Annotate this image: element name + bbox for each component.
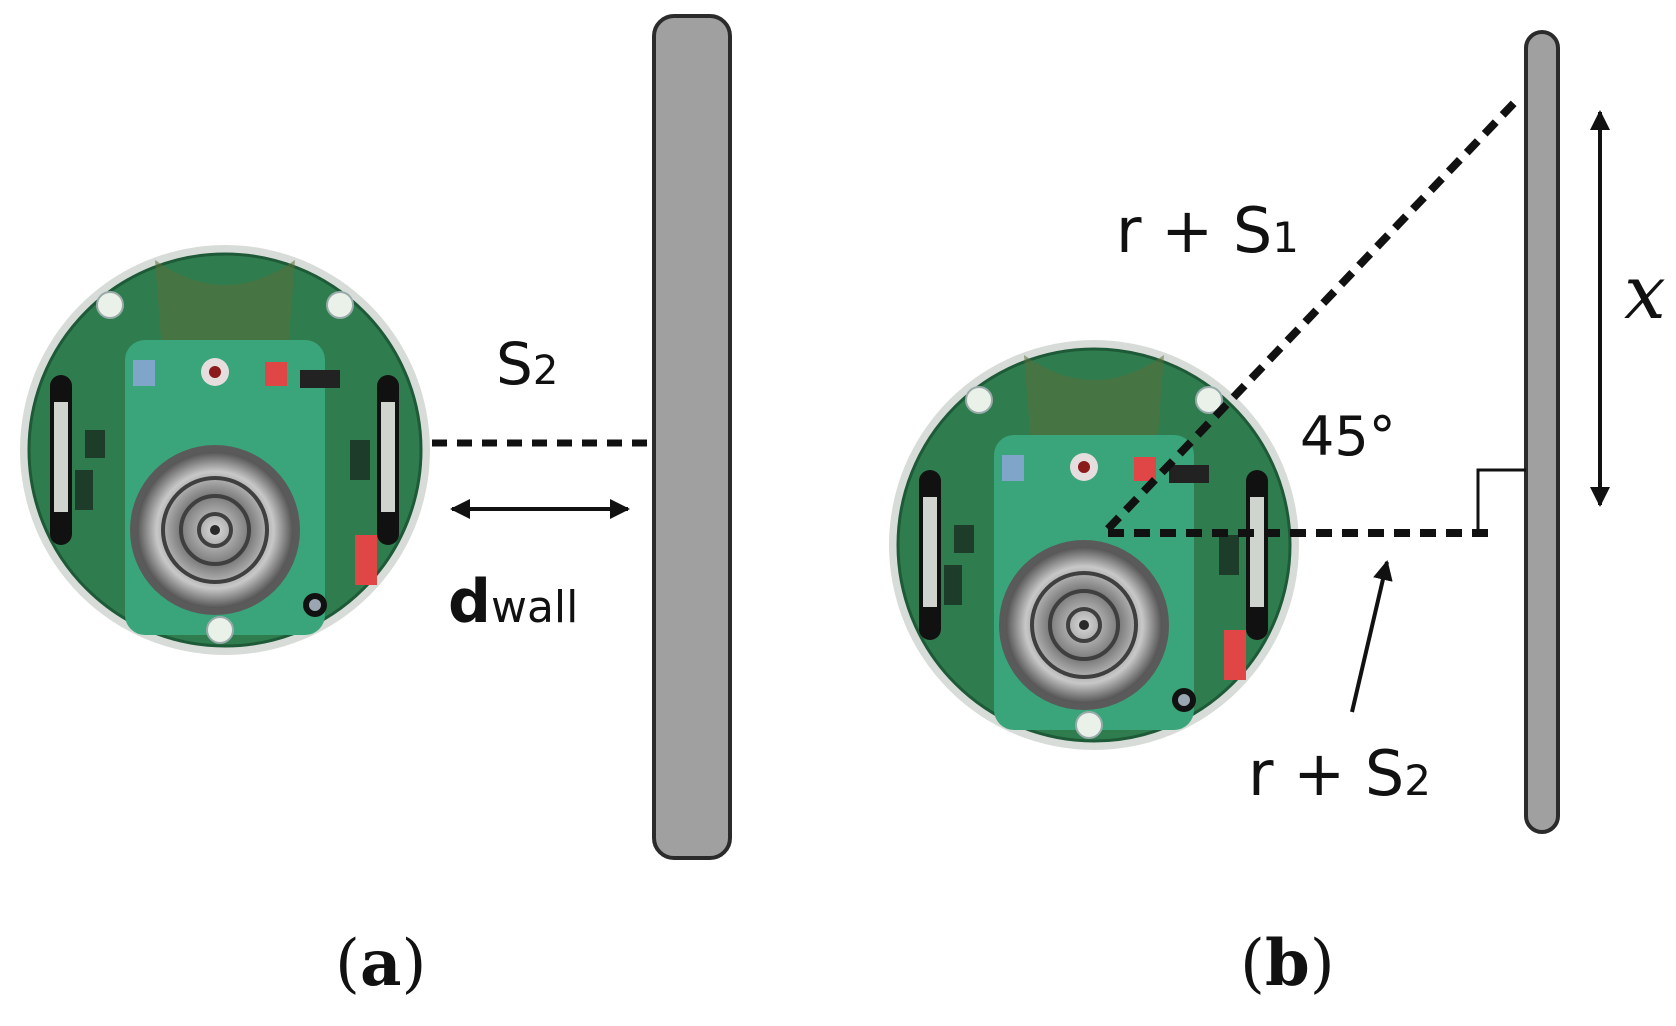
diagonal-ray-b [1105, 100, 1517, 532]
right-angle-marker-b [1476, 468, 1526, 533]
wall-b [1524, 30, 1560, 834]
robot-b [887, 338, 1301, 752]
robot-a [18, 243, 432, 657]
angle-label-b: 45° [1300, 405, 1396, 468]
sensor-label-a: S2 [496, 330, 558, 398]
distance-label-a: dwall [448, 567, 578, 637]
pointer-arrow-b [1350, 560, 1393, 713]
panel-b: r + S1 45° r + S2 x (b) [887, 30, 1666, 1001]
horiz-label-b: r + S2 [1248, 737, 1431, 810]
wall-a [652, 14, 732, 860]
caption-b: (b) [1240, 926, 1335, 1001]
diag-label-b: r + S1 [1116, 194, 1299, 267]
panel-a: S2 dwall (a) [18, 14, 732, 1001]
x-label-b: x [1624, 250, 1666, 336]
caption-a: (a) [335, 926, 426, 1001]
